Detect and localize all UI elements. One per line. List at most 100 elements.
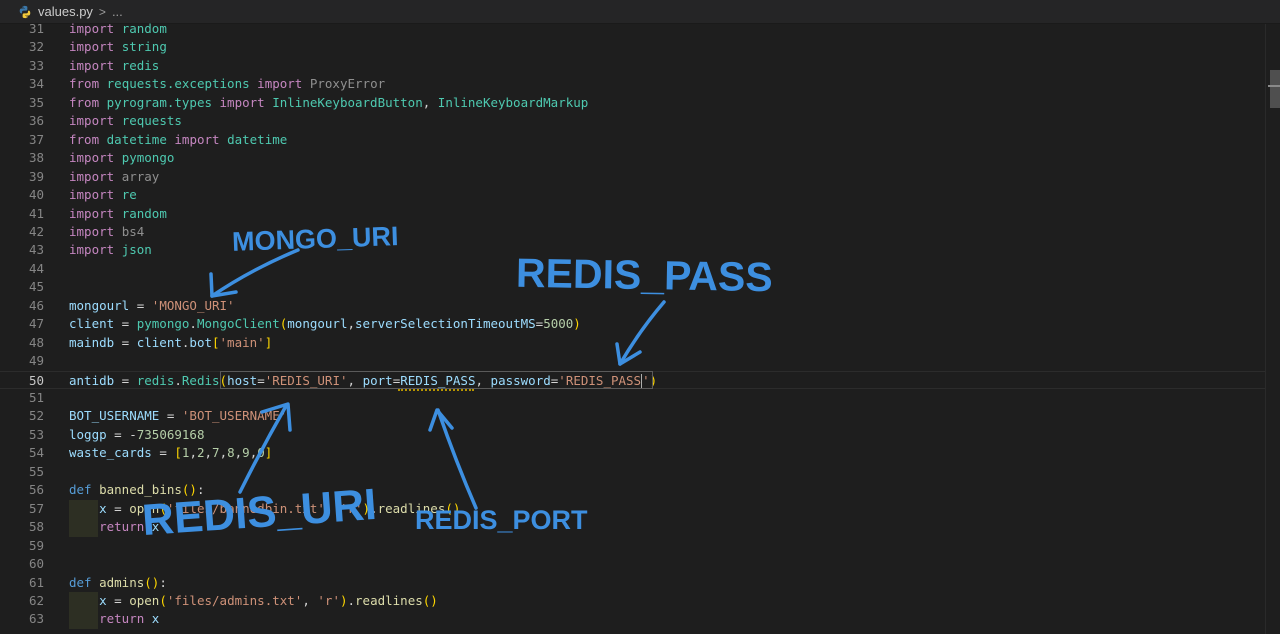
code-token: ) [649, 372, 658, 388]
line-number: 57 [28, 500, 44, 516]
code-token: import [69, 168, 115, 184]
code-token: return [99, 611, 145, 627]
breadcrumb-more[interactable]: ... [111, 4, 123, 19]
code-text: import random [69, 20, 167, 38]
bracket-match-box [220, 370, 653, 389]
code-token: , [324, 500, 340, 516]
code-token: json [121, 242, 152, 258]
code-token: - [129, 426, 137, 442]
line-number: 39 [28, 168, 44, 184]
code-token: redis [121, 57, 160, 73]
code-token: import [69, 242, 115, 258]
code-token: ( [159, 500, 167, 516]
code-text: import random [69, 205, 167, 223]
code-token: redis [136, 372, 175, 388]
code-token: , [475, 372, 491, 388]
code-token: = [106, 500, 130, 516]
code-token: ) [573, 316, 581, 332]
code-token: 'files/bannedbin.txt' [166, 500, 325, 516]
code-token: MongoClient [196, 316, 280, 332]
text-cursor [641, 373, 643, 389]
code-token: ' [642, 372, 650, 388]
code-token: , [422, 94, 438, 110]
code-token: ] [264, 445, 273, 461]
code-line-63[interactable]: 63 return x [0, 610, 1265, 629]
code-token: password [490, 372, 551, 388]
code-token: InlineKeyboardButton [272, 94, 423, 110]
code-token: import [69, 39, 115, 55]
code-line-57[interactable]: 57 x = open('files/bannedbin.txt', 'r').… [0, 499, 1265, 519]
breadcrumb-file[interactable]: values.py [38, 4, 93, 19]
code-token: , [347, 372, 363, 388]
line-number: 43 [28, 242, 44, 258]
line-number: 35 [28, 94, 44, 110]
code-token: = [129, 297, 152, 313]
line-number: 54 [28, 445, 44, 461]
code-token: host [227, 372, 258, 388]
code-line-58[interactable]: 58 return x [0, 518, 1265, 537]
code-token: 9 [242, 445, 250, 461]
code-line-38[interactable]: 38 import pymongo [0, 149, 1265, 167]
code-token: 0 [257, 445, 265, 461]
code-token: . [174, 372, 182, 388]
code-line-45[interactable]: 45 [0, 278, 1265, 296]
code-token: pymongo [121, 150, 175, 166]
code-token: 5000 [543, 316, 574, 332]
code-token: ( [279, 316, 288, 332]
code-token: , [347, 316, 356, 332]
code-token [69, 611, 99, 626]
code-token: import [69, 113, 115, 129]
code-line-44[interactable]: 44 [0, 260, 1265, 278]
code-line-59[interactable]: 59 [0, 537, 1265, 555]
line-number: 38 [28, 150, 44, 166]
code-line-47[interactable]: 47 client = pymongo.MongoClient(mongourl,… [0, 315, 1265, 333]
line-number: 47 [28, 316, 44, 332]
code-token: import [69, 57, 115, 73]
code-line-55[interactable]: 55 [0, 463, 1265, 481]
code-token: pyrogram.types [106, 94, 212, 110]
code-text: x = open('files/admins.txt', 'r').readli… [69, 592, 438, 610]
code-line-51[interactable]: 51 [0, 389, 1265, 407]
code-token: = [114, 316, 137, 332]
code-line-49[interactable]: 49 [0, 352, 1265, 370]
code-token: waste_cards [69, 445, 152, 461]
code-text: def banned_bins(): [69, 481, 205, 499]
code-token: : [159, 574, 167, 590]
code-token: REDIS_PASS [400, 372, 476, 388]
code-text: client = pymongo.MongoClient(mongourl,se… [69, 315, 581, 333]
code-token: antidb [69, 372, 115, 388]
code-line-43[interactable]: 43 import json [0, 241, 1265, 259]
code-line-60[interactable]: 60 [0, 555, 1265, 573]
code-token: client [69, 316, 115, 332]
scrollbar-thumb[interactable] [1270, 70, 1280, 108]
scrollbar-cursor-marker [1268, 85, 1280, 87]
code-token: import [69, 150, 115, 166]
code-token: import [257, 76, 303, 92]
vertical-scrollbar[interactable] [1265, 24, 1280, 634]
python-file-icon [19, 5, 31, 18]
code-text: return x [69, 518, 159, 536]
line-number: 34 [28, 76, 44, 92]
code-token [69, 501, 99, 516]
code-token [99, 76, 107, 91]
code-line-62[interactable]: 62 x = open('files/admins.txt', 'r').rea… [0, 591, 1265, 611]
